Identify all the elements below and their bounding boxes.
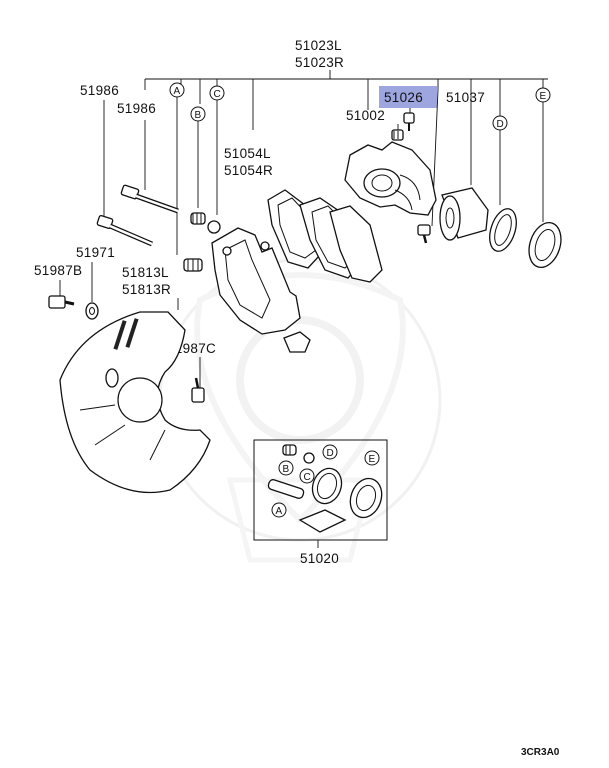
boot-a xyxy=(183,258,203,272)
svg-text:C: C xyxy=(214,89,221,100)
highlight-51026 xyxy=(379,86,437,108)
callout-c-kit: C xyxy=(299,468,315,484)
svg-text:A: A xyxy=(276,506,283,517)
kit-grease-pack xyxy=(298,509,347,533)
dust-boot-e xyxy=(528,221,562,269)
label-51971: 51971 xyxy=(76,245,115,260)
callout-e-top: E xyxy=(535,87,551,103)
guide-pin-lower xyxy=(96,214,153,247)
caliper-bolt xyxy=(417,224,431,244)
label-51026: 51026 xyxy=(384,90,423,105)
callout-d-top: D xyxy=(492,115,508,131)
label-51037: 51037 xyxy=(446,90,485,105)
svg-text:B: B xyxy=(283,464,290,475)
svg-text:C: C xyxy=(304,472,311,483)
label-51002: 51002 xyxy=(346,108,385,123)
svg-text:D: D xyxy=(497,119,504,130)
callout-c-top: C xyxy=(209,85,225,101)
caliper-body xyxy=(344,141,437,216)
callout-d-kit: D xyxy=(322,444,338,460)
boot-small-b xyxy=(190,212,206,225)
label-51020: 51020 xyxy=(300,551,339,566)
watermark-emblem xyxy=(158,258,442,563)
boot-small-c xyxy=(207,220,221,234)
svg-text:E: E xyxy=(369,454,376,465)
dust-shield xyxy=(59,311,211,494)
callout-e-kit: E xyxy=(364,450,380,466)
kit-cap xyxy=(303,452,315,464)
callout-a-kit: A xyxy=(271,502,287,518)
diagram-code: 3CR3A0 xyxy=(521,747,560,758)
svg-text:A: A xyxy=(174,86,181,97)
cap-51002 xyxy=(391,129,404,141)
label-51813R: 51813R xyxy=(122,282,171,297)
brake-pad-shim xyxy=(329,205,383,283)
callout-b-kit: B xyxy=(278,460,294,476)
svg-text:E: E xyxy=(540,91,547,102)
brake-pad-outer xyxy=(267,189,321,269)
label-51986-a: 51986 xyxy=(80,83,119,98)
bolt-51987B xyxy=(48,295,75,309)
bolt-51987C xyxy=(191,377,205,403)
callout-b-top: B xyxy=(190,106,206,122)
guide-pin-upper xyxy=(120,184,179,214)
kit-guide-boot xyxy=(267,479,305,499)
bracket-clip xyxy=(283,331,311,353)
washer-51971 xyxy=(85,302,99,320)
label-51813L: 51813L xyxy=(122,265,169,280)
label-51986-b: 51986 xyxy=(117,101,156,116)
label-51054R: 51054R xyxy=(224,163,273,178)
bleeder-screw-51026 xyxy=(403,112,415,131)
piston-51037 xyxy=(439,187,489,241)
label-51054L: 51054L xyxy=(224,146,271,161)
label-51023L: 51023L xyxy=(295,38,342,53)
label-51023R: 51023R xyxy=(295,55,344,70)
svg-text:D: D xyxy=(327,448,334,459)
caliper-bracket xyxy=(211,227,301,335)
seal-kit-box: B C A D E xyxy=(253,439,388,541)
svg-text:B: B xyxy=(195,110,202,121)
seal-ring-d xyxy=(489,208,517,252)
label-51987B: 51987B xyxy=(34,263,82,278)
kit-boot-b xyxy=(282,444,297,456)
callout-a-top: A xyxy=(169,82,185,98)
